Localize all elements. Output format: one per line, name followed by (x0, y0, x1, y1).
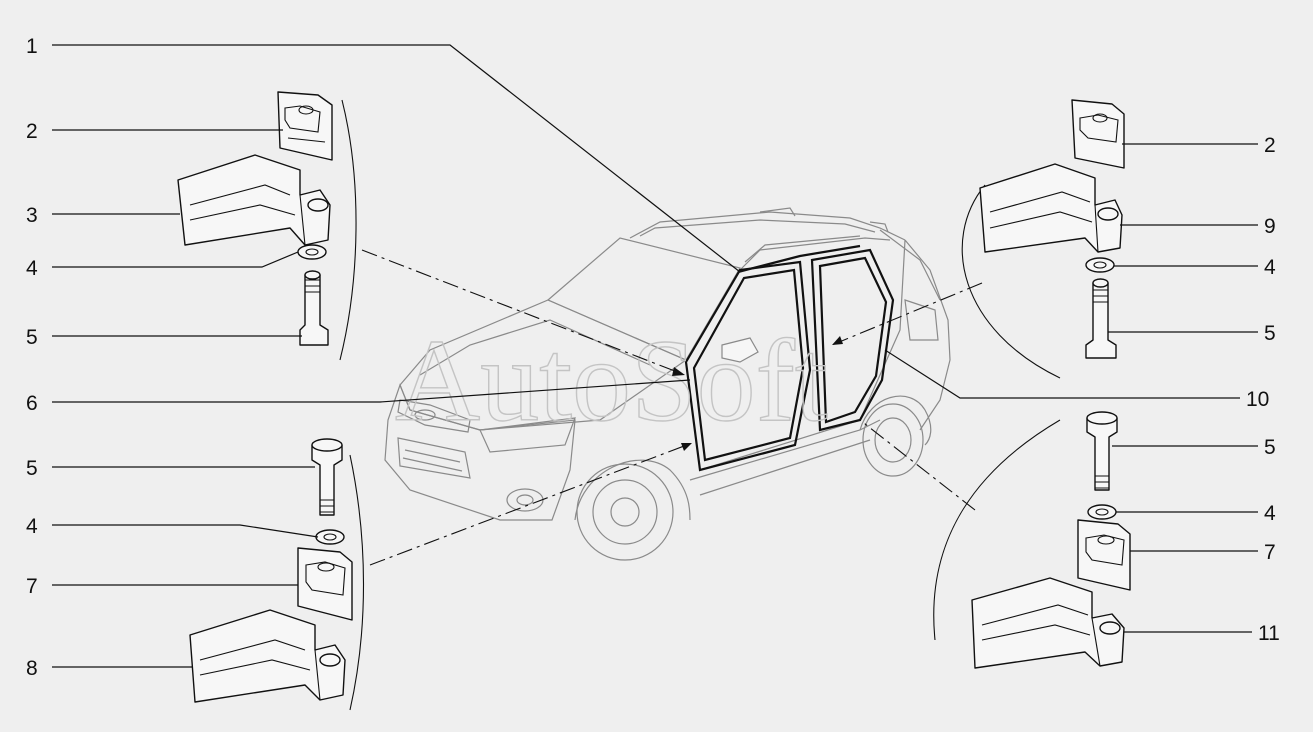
hinge-group-right-lower (971, 411, 1131, 669)
callout-4-right-top: 4 (1264, 256, 1276, 279)
part-2-hinge-bracket (277, 91, 333, 161)
hinge-group-left-upper (177, 91, 333, 346)
callout-5-right-bottom: 5 (1264, 436, 1276, 459)
part-9-hinge-half (979, 163, 1123, 253)
callout-2-left: 2 (26, 120, 38, 143)
callout-4-right-bottom: 4 (1264, 502, 1276, 525)
callout-10: 10 (1246, 388, 1269, 411)
group-separators (339, 99, 1061, 711)
part-7-hinge-bracket-right (1077, 519, 1131, 591)
callout-4-left-top: 4 (26, 257, 38, 280)
callout-2-right: 2 (1264, 134, 1276, 157)
part-4-washer-lower (315, 529, 345, 545)
part-5-hinge-pin-right (1085, 278, 1117, 359)
watermark: AutoSoft (395, 315, 828, 446)
part-5-hinge-pin (299, 270, 329, 346)
hinge-group-left-lower (189, 438, 353, 703)
callout-8: 8 (26, 657, 38, 680)
callout-5-left-top: 5 (26, 326, 38, 349)
callout-1: 1 (26, 35, 38, 58)
part-5-hinge-pin-right-lower (1086, 411, 1118, 491)
part-8-hinge-half (189, 609, 346, 703)
part-5-hinge-pin-lower (311, 438, 343, 516)
hinge-group-right-upper (979, 99, 1125, 359)
callout-leaders (52, 44, 1258, 668)
callout-7-right: 7 (1264, 541, 1276, 564)
callout-3: 3 (26, 204, 38, 227)
part-7-hinge-bracket (297, 547, 353, 621)
part-3-hinge-half (177, 154, 331, 246)
part-4-washer (297, 244, 327, 260)
part-11-hinge-half (971, 577, 1125, 669)
callout-9: 9 (1264, 215, 1276, 238)
part-2-hinge-bracket-right (1071, 99, 1125, 169)
dash-leaders (361, 249, 983, 566)
callout-11: 11 (1258, 622, 1280, 645)
callout-5-right-top: 5 (1264, 322, 1276, 345)
callout-5-left-bottom: 5 (26, 457, 38, 480)
callout-7-left: 7 (26, 575, 38, 598)
part-4-washer-right-lower (1087, 504, 1117, 520)
callout-6: 6 (26, 392, 38, 415)
callout-labels: 1 2 3 4 5 6 5 4 7 8 2 9 4 5 10 5 4 7 11 (26, 35, 1280, 680)
part-4-washer-right (1085, 257, 1115, 273)
callout-4-left-bottom: 4 (26, 515, 38, 538)
